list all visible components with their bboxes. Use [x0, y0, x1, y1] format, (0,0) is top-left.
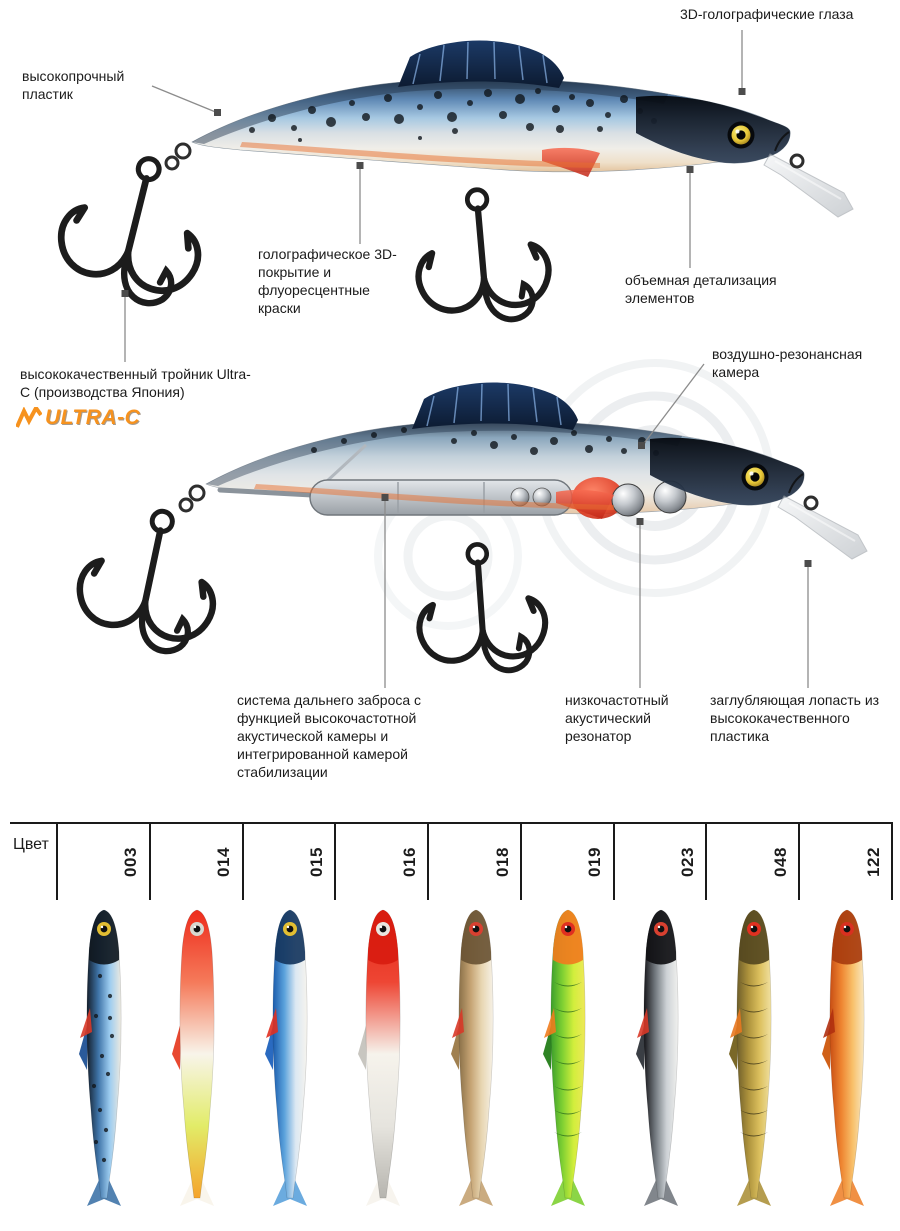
ultra-c-logo: ULTRA-C: [16, 406, 140, 430]
lure-color-swatch: [636, 909, 679, 1206]
color-code: 019: [585, 847, 605, 877]
split-rings: [164, 142, 805, 171]
color-row-label: Цвет: [10, 824, 58, 900]
lure-color-swatch: [728, 909, 772, 1206]
label-plastic: высокопрочный пластик: [22, 68, 125, 102]
treble-hook-rear-cutaway: [414, 540, 548, 676]
spot-pattern: [249, 88, 657, 142]
color-column-048: 048: [707, 824, 801, 1214]
color-column-023: 023: [615, 824, 708, 1214]
color-code: 014: [214, 847, 234, 877]
lure-color-swatch: [821, 909, 864, 1206]
treble-hook-front-cutaway: [70, 498, 230, 660]
diving-lip: [763, 153, 854, 218]
color-column-015: 015: [244, 824, 337, 1214]
label-resonator: низкочастотный акустический резонатор: [565, 692, 669, 744]
color-column-018: 018: [429, 824, 522, 1214]
color-code: 048: [770, 847, 790, 877]
color-code: 023: [678, 847, 698, 877]
color-column-003: 003: [58, 824, 151, 1214]
label-detail: объемная детализация элементов: [625, 272, 777, 306]
label-cast-system: система дальнего заброса с функцией высо…: [237, 692, 422, 780]
lure-color-swatch: [79, 909, 122, 1206]
lure-color-swatch: [543, 909, 586, 1206]
color-code: 018: [492, 847, 512, 877]
color-column-122: 122: [800, 824, 894, 1214]
lure-color-swatch: [450, 909, 493, 1206]
callout-markers: [121, 88, 812, 567]
lure-color-swatch: [357, 909, 401, 1206]
ultra-c-zigzag-icon: [16, 407, 42, 428]
label-lip: заглубляющая лопасть из высококачественн…: [710, 692, 880, 744]
color-code: 015: [306, 847, 326, 877]
color-code: 003: [121, 847, 141, 877]
lure-cutaway: [70, 382, 868, 676]
label-3d-eyes: 3D-голографические глаза: [680, 6, 854, 22]
treble-hook-rear: [411, 184, 552, 327]
lure-color-swatch: [264, 909, 308, 1206]
color-column-014: 014: [151, 824, 244, 1214]
lure-color-swatch: [172, 909, 215, 1206]
dorsal-fin: [398, 40, 564, 88]
ultra-c-logo-text: ULTRA-C: [45, 406, 141, 429]
color-column-016: 016: [336, 824, 430, 1214]
label-air-chamber: воздушно-резонансная камера: [712, 346, 863, 380]
color-code: 016: [399, 847, 419, 877]
holographic-eye: [727, 121, 755, 149]
callout-lines: [124, 30, 809, 688]
label-hook: высококачественный тройник Ultra-C (прои…: [20, 366, 251, 400]
color-column-019: 019: [522, 824, 615, 1214]
treble-hook-front: [50, 142, 219, 312]
label-coating: голографическое 3D-покрытие и флуоресцен…: [258, 246, 397, 316]
color-code: 122: [863, 847, 883, 877]
lure-top: [50, 40, 854, 327]
resonator-balls: [611, 480, 687, 517]
color-chart: Цвет 003 014 015 016 018: [10, 822, 894, 1214]
